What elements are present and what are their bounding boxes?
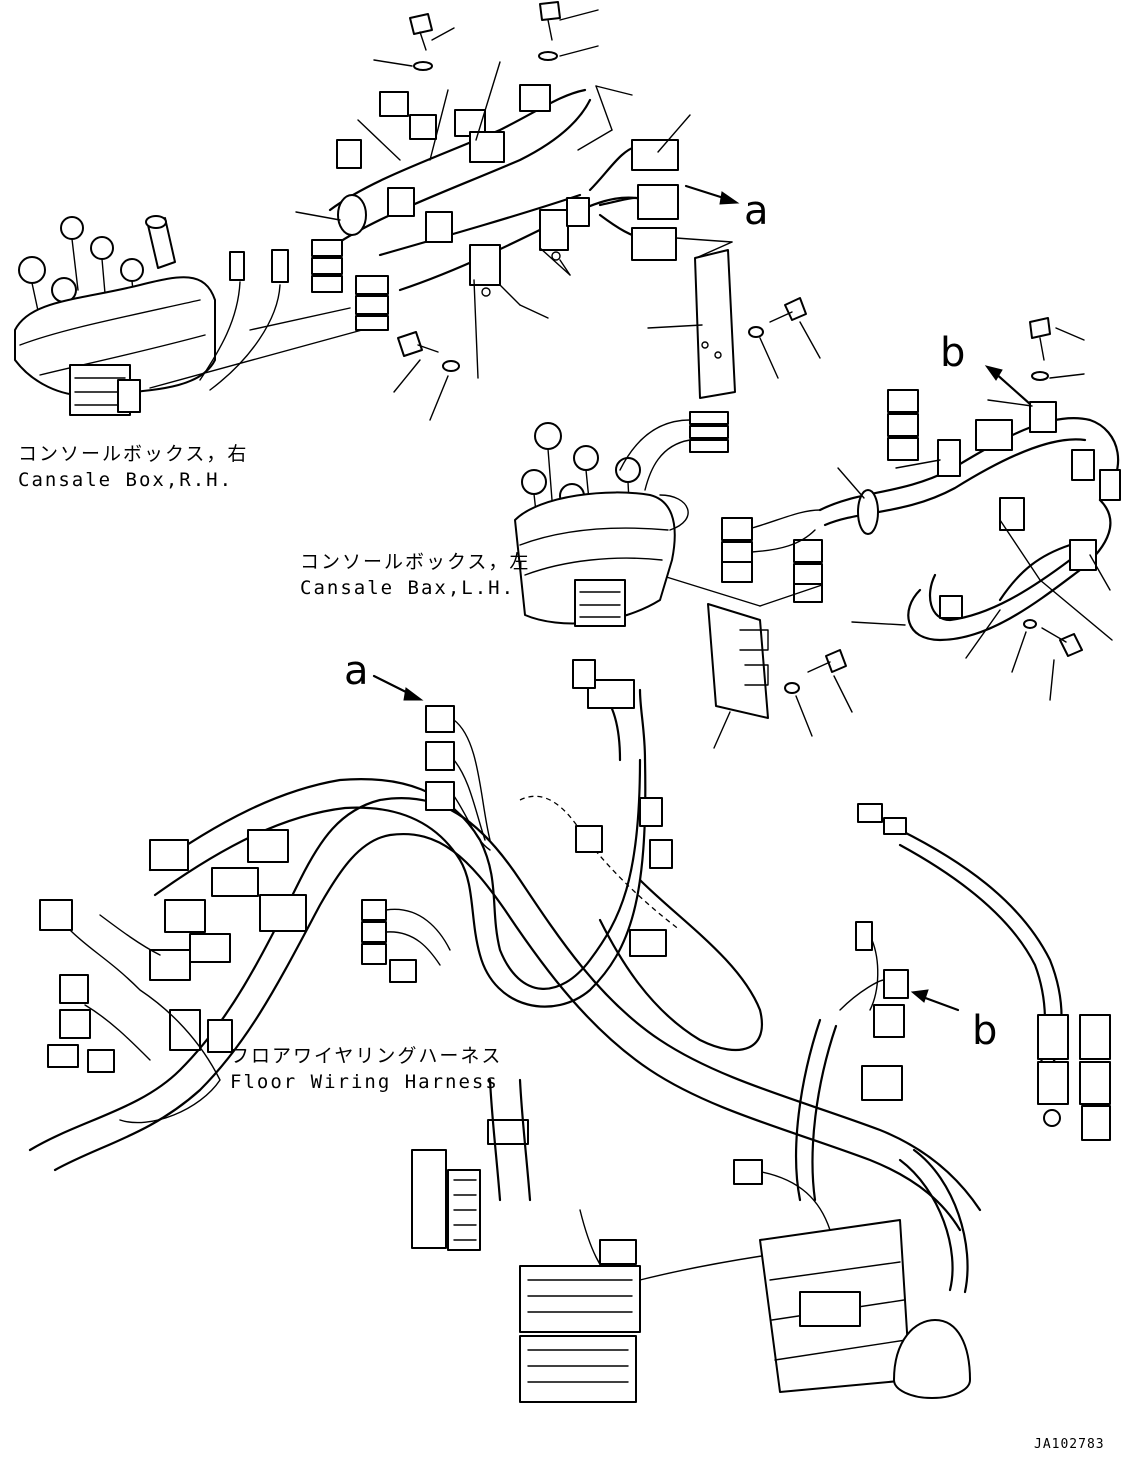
console-rh-label-jp: コンソールボックス，右 [18,443,249,465]
floor-harness-label-en: Floor Wiring Harness [230,1071,499,1093]
reference-a-top: a [744,188,769,234]
reference-b-top: b [940,330,966,376]
drawing-code: JA102783 [1034,1437,1105,1452]
lh-console-harness [659,317,1121,749]
floor-harness-label-jp: フロアワイヤリングハーネス [230,1045,503,1067]
floor-wiring-harness [28,659,1111,1403]
reference-b-bottom: b [972,1008,998,1054]
console-rh-label-en: Cansale Box,R.H. [18,469,234,491]
rh-console-valve [14,215,363,416]
console-lh-label-jp: コンソールボックス，左 [300,551,531,573]
reference-a-bottom: a [344,648,369,694]
console-lh-label-en: Cansale Bax,L.H. [300,577,516,599]
rh-console-harness [295,1,821,421]
lh-console-valve [514,411,729,627]
